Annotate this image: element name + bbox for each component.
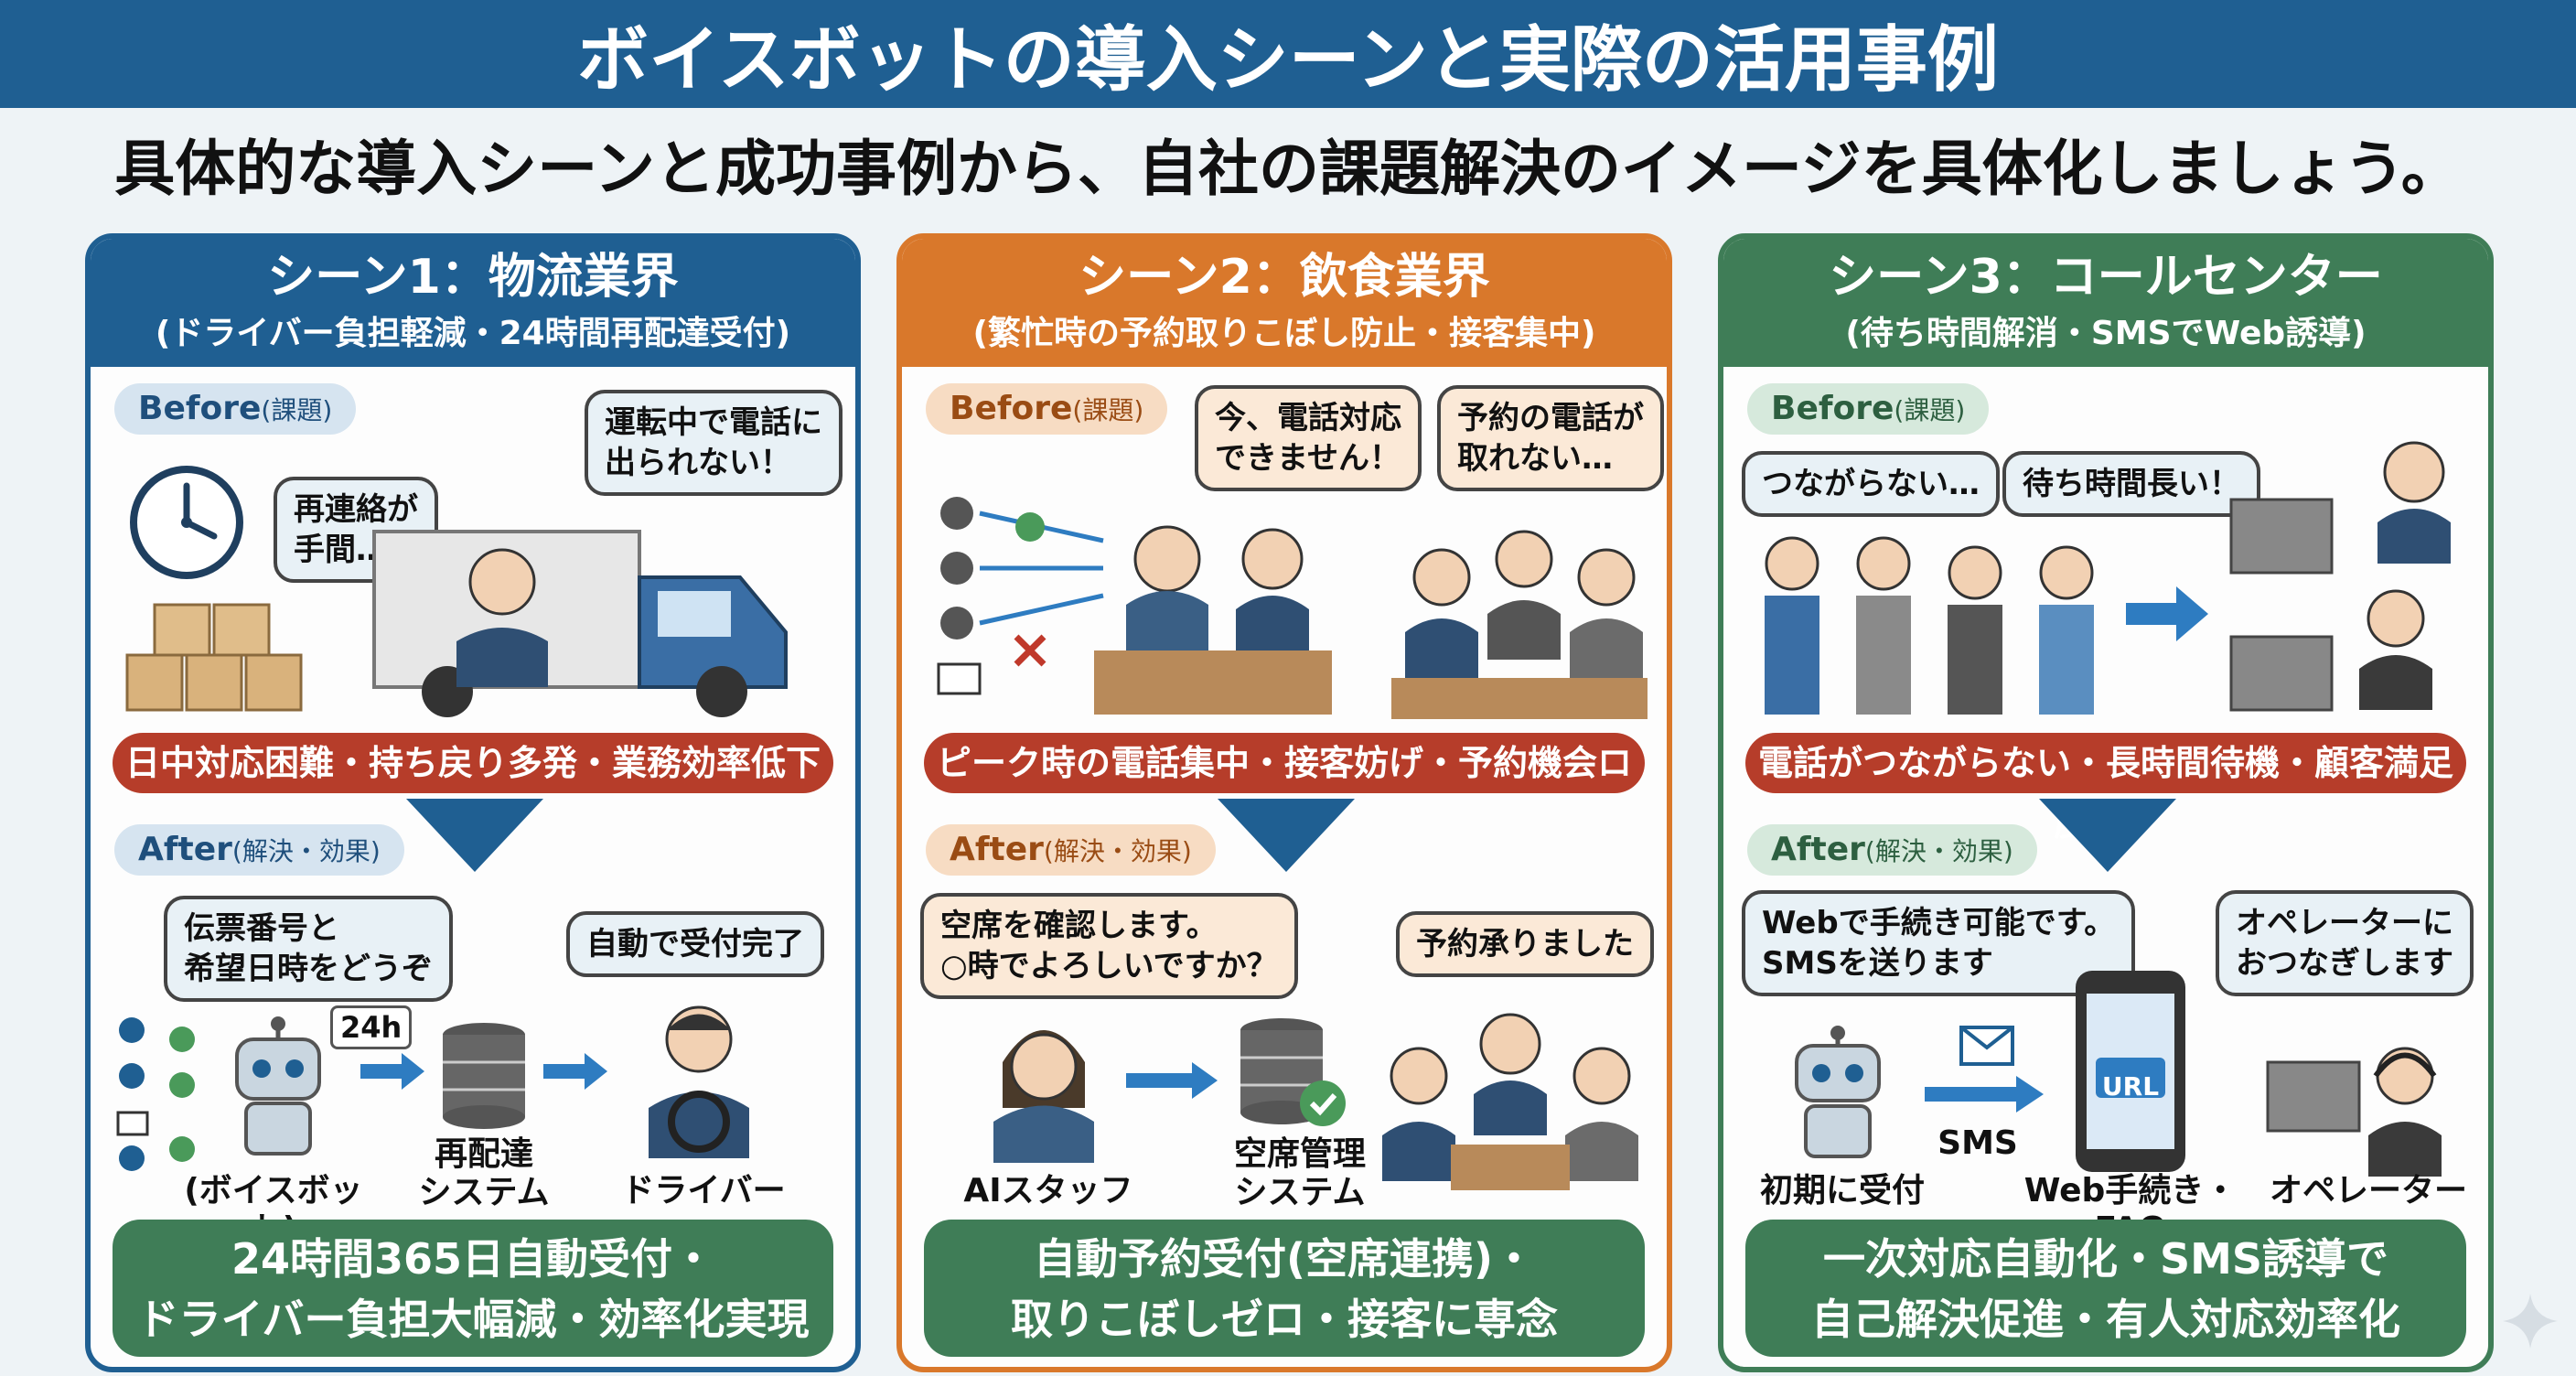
down-arrow-icon [406,799,543,872]
after-tag-note: (解決・効果) [1043,836,1192,866]
ai-staff-icon [993,1030,1094,1163]
scene-3-title: シーン3：コールセンター [1829,250,2383,305]
scene-1-before-bubble-1: 再連絡が 手間… [274,477,438,583]
delivery-truck-icon [372,530,788,717]
scene-2-header: シーン2：飲食業界 (繁忙時の予約取りこぼし防止・接客集中) [902,239,1667,367]
scene-2-title: シーン2：飲食業界 [1079,250,1490,305]
right-arrow-icon [2126,586,2208,641]
after-tag-label: After [138,831,232,868]
incoming-calls-icon [937,497,1104,695]
scene-3-subtitle: (待ち時間解消・SMSでWeb誘導) [1845,315,2367,352]
before-tag: Before(課題) [1747,383,1990,435]
right-arrow-icon [1925,1076,2044,1113]
page-title: ボイスボットの導入シーンと実際の活用事例 [0,0,2576,108]
scene-1-after-bubble-2: 自動で受付完了 [566,911,824,977]
right-arrow-icon [360,1053,424,1090]
scene-1-header: シーン1：物流業界 (ドライバー負担軽減・24時間再配達受付) [91,239,855,367]
after-tag-note: (解決・効果) [1864,836,2013,866]
scene-3-label-operator: オペレーター [2269,1172,2467,1209]
scene-3-problem-bar: 電話がつながらない・長時間待機・顧客満足度低下 [1745,733,2466,844]
scene-3-before-bubble-1: つながらない… [1742,451,2000,517]
clock-icon [130,466,243,579]
before-tag: Before(課題) [114,383,357,435]
scene-1-label-driver: ドライバー [621,1172,786,1209]
busy-staff-icon [1094,525,1332,715]
after-tag: After(解決・効果) [926,824,1216,876]
database-icon [443,1023,525,1129]
scene-1-title: シーン1：物流業界 [267,250,679,305]
scene-3-result-box: 一次対応自動化・SMS誘導で 自己解決促進・有人対応効率化 [1745,1220,2466,1357]
scene-3-header: シーン3：コールセンター (待ち時間解消・SMSでWeb誘導) [1723,239,2488,367]
scene-2-after-bubble-1: 空席を確認します。 ○時でよろしいですか？ [920,893,1298,999]
scene-1-label-system: 再配達 システム [418,1135,550,1211]
scene-1-panel: シーン1：物流業界 (ドライバー負担軽減・24時間再配達受付) Before(課… [85,233,861,1372]
robot-icon [235,1016,321,1156]
driver-icon [649,1005,749,1158]
after-tag-label: After [950,831,1044,868]
waiting-callers-icon [1765,536,2094,715]
after-tag: After(解決・効果) [114,824,404,876]
before-tag-label: Before [950,390,1073,427]
before-tag-label: Before [1771,390,1894,427]
scene-1-problem-bar: 日中対応困難・持ち戻り多発・業務効率低下 [113,733,833,793]
scene-2-after-bubble-2: 予約承りました [1396,911,1654,977]
robot-icon [1795,1026,1881,1158]
scene-2-result-box: 自動予約受付(空席連携)・ 取りこぼしゼロ・接客に専念 [924,1220,1645,1357]
operator-with-headset-icon [2266,1047,2442,1177]
after-tag-note: (解決・効果) [231,836,381,866]
after-tag-label: After [1771,831,1865,868]
smartphone-icon [2076,971,2185,1172]
scene-3-after-bubble-2: オペレーターに おつなぎします [2216,890,2474,996]
scene-2-before-bubble-1: 今、電話対応 できません！ [1195,385,1422,491]
scene-3-label-first-response: 初期に受付 [1759,1172,1925,1209]
scene-1-label-voicebot: (ボイスボット) [184,1172,363,1248]
sparkle-icon [2503,1294,2558,1349]
url-button-label: URL [2101,1071,2160,1102]
scene-1-before-bubble-2: 運転中で電話に 出られない！ [585,390,843,496]
operators-at-desk-icon [2229,441,2451,712]
scene-2-before-bubble-2: 予約の電話が 取れない… [1437,385,1664,491]
page-subtitle: 具体的な導入シーンと成功事例から、自社の課題解決のイメージを具体化しましょう。 [114,134,2462,204]
scene-3-after-bubble-1: Webで手続き可能です。 SMSを送ります [1742,890,2136,996]
right-arrow-icon [1126,1062,1218,1099]
scene-3-before-bubble-2: 待ち時間長い！ [2002,451,2260,517]
down-arrow-icon [2039,799,2176,872]
scene-3-panel: シーン3：コールセンター (待ち時間解消・SMSでWeb誘導) Before(課… [1718,233,2494,1372]
down-arrow-icon [1218,799,1355,872]
sms-label: SMS [1937,1124,2018,1162]
scene-2-problem-bar: ピーク時の電話集中・接客妨げ・予約機会ロス [924,733,1645,844]
before-tag-label: Before [138,390,262,427]
scene-2-label-system: 空席管理 システム [1233,1135,1366,1211]
staff-serving-customers-icon [1382,1013,1638,1190]
before-tag: Before(課題) [926,383,1168,435]
scene-2-subtitle: (繁忙時の予約取りこぼし防止・接客集中) [972,315,1596,352]
customers-at-table-icon [1391,530,1648,719]
before-tag-note: (課題) [261,395,333,425]
scene-2-panel: シーン2：飲食業界 (繁忙時の予約取りこぼし防止・接客集中) Before(課題… [896,233,1672,1372]
24h-badge: 24h [330,1005,413,1049]
after-tag: After(解決・効果) [1747,824,2037,876]
scene-1-result-box: 24時間365日自動受付・ ドライバー負担大幅減・効率化実現 [113,1220,833,1357]
mail-icon [1959,1026,2014,1066]
phone-calls-icon [116,1017,195,1171]
before-tag-note: (課題) [1894,395,1966,425]
scene-2-label-ai-staff: AIスタッフ [963,1172,1133,1209]
scene-1-subtitle: (ドライバー負担軽減・24時間再配達受付) [155,315,791,352]
scene-1-after-bubble-1: 伝票番号と 希望日時をどうぞ [164,896,453,1002]
cardboard-boxes-icon [125,603,303,712]
right-arrow-icon [543,1053,607,1090]
before-tag-note: (課題) [1072,395,1144,425]
database-icon [1240,1018,1346,1126]
